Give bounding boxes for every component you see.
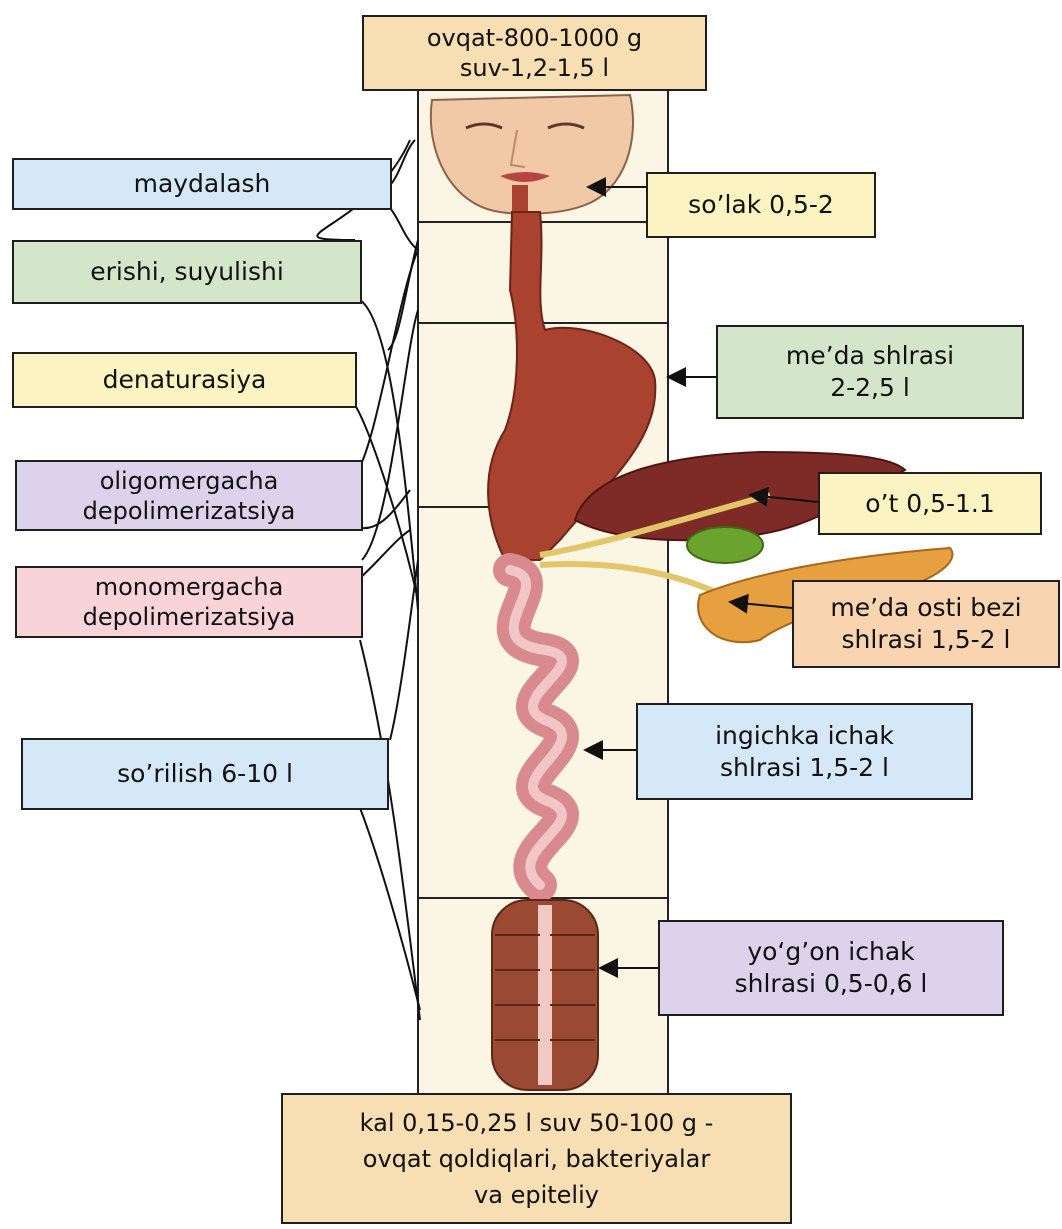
- label-erishi: erishi, suyulishi: [12, 240, 362, 304]
- label-monomer-depolymerization: monomergacha depolimerizatsiya: [15, 566, 363, 638]
- label-gastric-juice: me’da shlrasi 2-2,5 l: [716, 325, 1024, 419]
- large-intestine-illustration: [492, 900, 598, 1090]
- label-oligomer-depolymerization: oligomergacha depolimerizatsiya: [15, 460, 363, 531]
- label-pancreatic-juice: me’da osti bezi shlrasi 1,5-2 l: [792, 580, 1060, 668]
- feces-output-box: kal 0,15-0,25 l suv 50-100 g - ovqat qol…: [281, 1093, 792, 1224]
- label-large-intestine-juice: yo‘g’on ichak shlrasi 0,5-0,6 l: [658, 920, 1004, 1016]
- gallbladder-illustration: [687, 527, 763, 563]
- label-denaturasiya: denaturasiya: [12, 352, 357, 408]
- label-maydalash: maydalash: [12, 158, 392, 210]
- label-saliva: so’lak 0,5-2: [646, 172, 876, 238]
- label-small-intestine-juice: ingichka ichak shlrasi 1,5-2 l: [636, 703, 973, 800]
- food-intake-box: ovqat-800-1000 g suv-1,2-1,5 l: [362, 15, 707, 91]
- label-bile: o’t 0,5-1.1: [818, 472, 1042, 535]
- label-absorption: so’rilish 6-10 l: [21, 738, 389, 810]
